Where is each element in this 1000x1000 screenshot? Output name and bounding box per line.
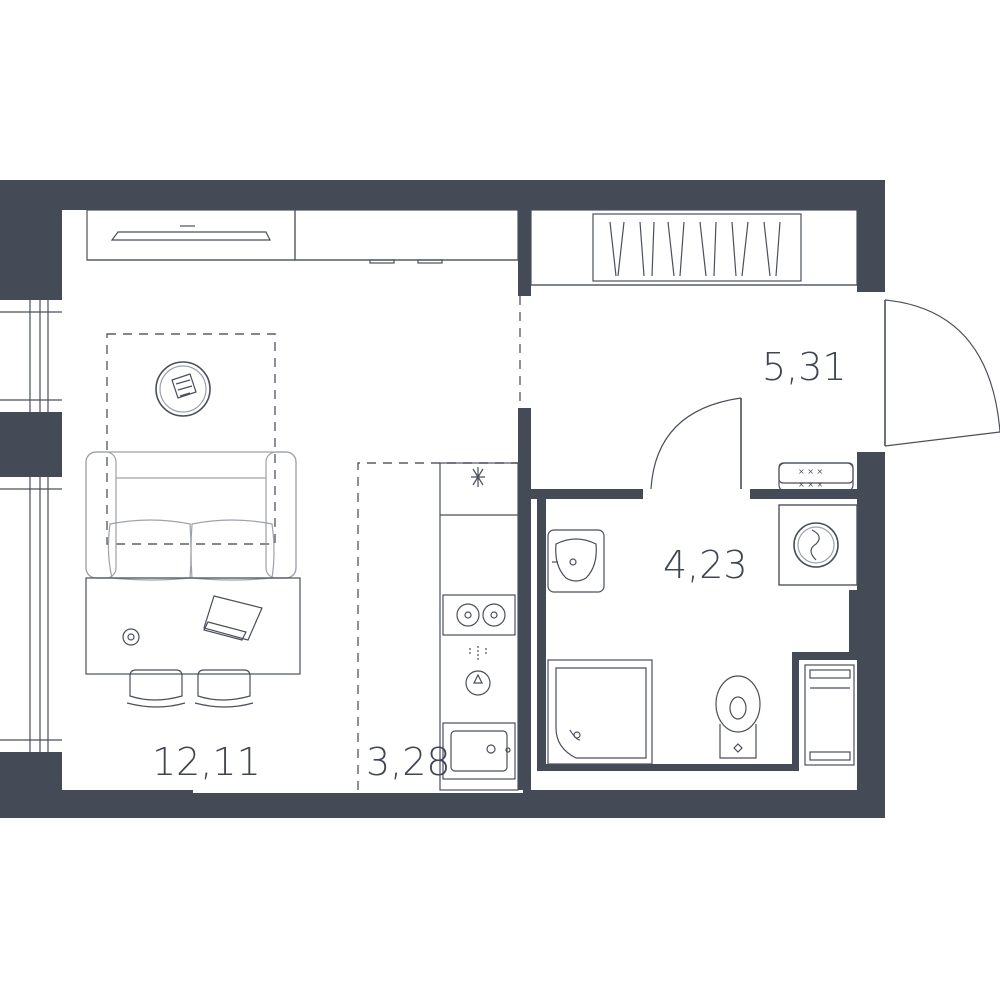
hallway-furniture: × × × × × × [530, 209, 1000, 492]
wall-right-upper [857, 180, 885, 292]
entrance-door [884, 299, 1000, 447]
svg-text:× × ×: × × × [798, 480, 823, 489]
kitchen-sink [442, 722, 516, 780]
utility-rack [804, 664, 855, 766]
tv-cabinet [86, 209, 519, 264]
bath-wall-bottom [537, 764, 792, 771]
shaft-wall-vertical [849, 590, 857, 660]
rug-outline [106, 333, 276, 545]
wall-left-middle [0, 412, 62, 477]
shaft-wall-left [792, 652, 799, 771]
bottom-wall-inner-gap [193, 790, 523, 793]
washing-machine [778, 504, 858, 586]
chairs [126, 669, 254, 708]
kitchen-faucet [465, 646, 491, 696]
wall-partition-lower [518, 408, 531, 790]
area-labels: 12,11 3,28 5,31 4,23 [152, 345, 847, 784]
sofa [85, 451, 297, 581]
living-room-area: 12,11 [152, 740, 261, 784]
kitchen-counter [439, 462, 519, 791]
window-left-lower [0, 477, 62, 752]
living-room-furniture [85, 209, 519, 708]
windows [0, 300, 62, 752]
coffee-table [155, 361, 211, 417]
walls [0, 180, 885, 818]
bath-wall-left [537, 499, 546, 771]
desk [85, 577, 301, 675]
bathroom-door [650, 397, 742, 490]
svg-text:× × ×: × × × [798, 467, 823, 476]
shoe-rack: × × × × × × [778, 462, 854, 492]
hallway-area: 5,31 [762, 345, 847, 389]
toilet [715, 675, 761, 759]
hob [442, 594, 516, 636]
bathroom-area: 4,23 [663, 543, 748, 587]
shower-tray [547, 659, 653, 765]
kitchen-area: 3,28 [366, 740, 451, 784]
wall-bottom [0, 790, 885, 818]
wall-right-lower [857, 452, 885, 818]
bathroom-furniture [547, 504, 858, 766]
kitchen-furniture [357, 296, 521, 791]
bath-wall-top-left [531, 489, 643, 499]
wardrobe [530, 209, 858, 286]
wall-left-upper [0, 180, 62, 300]
wall-partition-upper [518, 210, 531, 296]
bath-wall-top-right [750, 489, 857, 499]
washbasin [547, 529, 605, 593]
shaft-wall-horizontal [792, 652, 857, 660]
wall-top [0, 180, 885, 210]
window-left-upper [0, 300, 62, 412]
fridge [440, 467, 518, 516]
